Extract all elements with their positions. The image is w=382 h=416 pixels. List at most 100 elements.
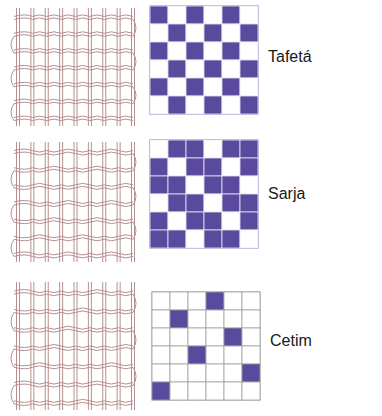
weft-loop (11, 205, 14, 222)
weft-thread (14, 82, 133, 84)
grid-cell (186, 42, 204, 60)
weft-thread (14, 329, 133, 332)
grid-cell (242, 364, 260, 382)
grid-cell (188, 346, 206, 364)
grid-cell (152, 328, 170, 346)
grid-cell (240, 140, 258, 158)
grid-cell (222, 176, 240, 194)
grid-cell (186, 78, 204, 96)
grid-cell (204, 96, 222, 114)
weft-loop (133, 294, 136, 312)
grid-cell (240, 212, 258, 230)
grid-cell (168, 194, 186, 212)
weft-thread (14, 366, 133, 369)
grid-cell (206, 292, 224, 310)
grid-cell (170, 382, 188, 400)
grid-cell (168, 176, 186, 194)
weave-grid (152, 292, 260, 400)
grid-cell (242, 346, 260, 364)
grid-cell (168, 158, 186, 176)
grid-cell (170, 292, 188, 310)
warp-thread (134, 8, 135, 126)
weave-name: Tafetá (268, 48, 312, 66)
weft-thread (14, 311, 133, 314)
weft-loop (11, 312, 14, 330)
warp-thread (134, 142, 135, 262)
grid-cell (186, 96, 204, 114)
weave-drawing (11, 8, 136, 126)
grid-cell (150, 24, 168, 42)
grid-cell (224, 382, 242, 400)
grid-cell (204, 42, 222, 60)
grid-cell (186, 230, 204, 248)
weft-thread (14, 238, 133, 241)
grid-cell (222, 42, 240, 60)
grid-cell (206, 310, 224, 328)
warp-thread (16, 282, 17, 410)
grid-cell (150, 60, 168, 78)
grid-cell (188, 364, 206, 382)
grid-cell (204, 194, 222, 212)
weft-thread (14, 66, 133, 68)
weave-drawing (11, 282, 136, 410)
grid-cell (150, 6, 168, 24)
weft-thread (14, 149, 133, 152)
grid-cell (186, 176, 204, 194)
weft-thread (14, 363, 133, 366)
grid-cell (224, 292, 242, 310)
grid-cell (186, 194, 204, 212)
grid-cell (204, 140, 222, 158)
weft-thread (14, 252, 133, 255)
grid-cell (240, 176, 258, 194)
grid-cell (240, 230, 258, 248)
grid-cell (240, 78, 258, 96)
weft-thread (14, 293, 133, 296)
grid-cell (242, 382, 260, 400)
grid-cell (242, 292, 260, 310)
grid-cell (188, 310, 206, 328)
weft-thread (14, 183, 133, 186)
grid-frame (152, 292, 260, 400)
grid-cell (224, 310, 242, 328)
weft-loop (133, 154, 136, 171)
grid-cell (204, 230, 222, 248)
warp-thread (16, 8, 17, 126)
grid-cell (206, 328, 224, 346)
grid-cell (224, 364, 242, 382)
weft-loop (11, 386, 14, 404)
weft-thread (14, 166, 133, 169)
grid-cell (188, 328, 206, 346)
weft-thread (14, 345, 133, 348)
weave-grid (150, 6, 258, 114)
weft-thread (14, 201, 133, 204)
weft-loop (11, 36, 14, 53)
weft-thread (14, 204, 133, 207)
grid-cell (150, 176, 168, 194)
grid-cell (150, 194, 168, 212)
grid-cell (242, 328, 260, 346)
weft-loop (133, 87, 136, 104)
weft-thread (14, 218, 133, 221)
weft-thread (14, 152, 133, 155)
weft-loop (11, 70, 14, 87)
warp-thread (134, 282, 135, 410)
weft-thread (14, 399, 133, 402)
warp-thread (19, 282, 20, 410)
grid-cell (152, 364, 170, 382)
grid-cell (204, 6, 222, 24)
weft-loop (11, 349, 14, 367)
grid-cell (222, 158, 240, 176)
weft-loop (133, 222, 136, 239)
grid-cell (152, 310, 170, 328)
grid-cell (170, 310, 188, 328)
grid-cell (222, 6, 240, 24)
weft-thread (14, 99, 133, 101)
grid-cell (150, 140, 168, 158)
grid-cell (170, 346, 188, 364)
grid-frame (150, 140, 258, 248)
weft-thread (14, 235, 133, 238)
weft-thread (14, 186, 133, 189)
weft-thread (14, 15, 133, 17)
grid-frame (150, 6, 258, 114)
grid-cell (204, 24, 222, 42)
